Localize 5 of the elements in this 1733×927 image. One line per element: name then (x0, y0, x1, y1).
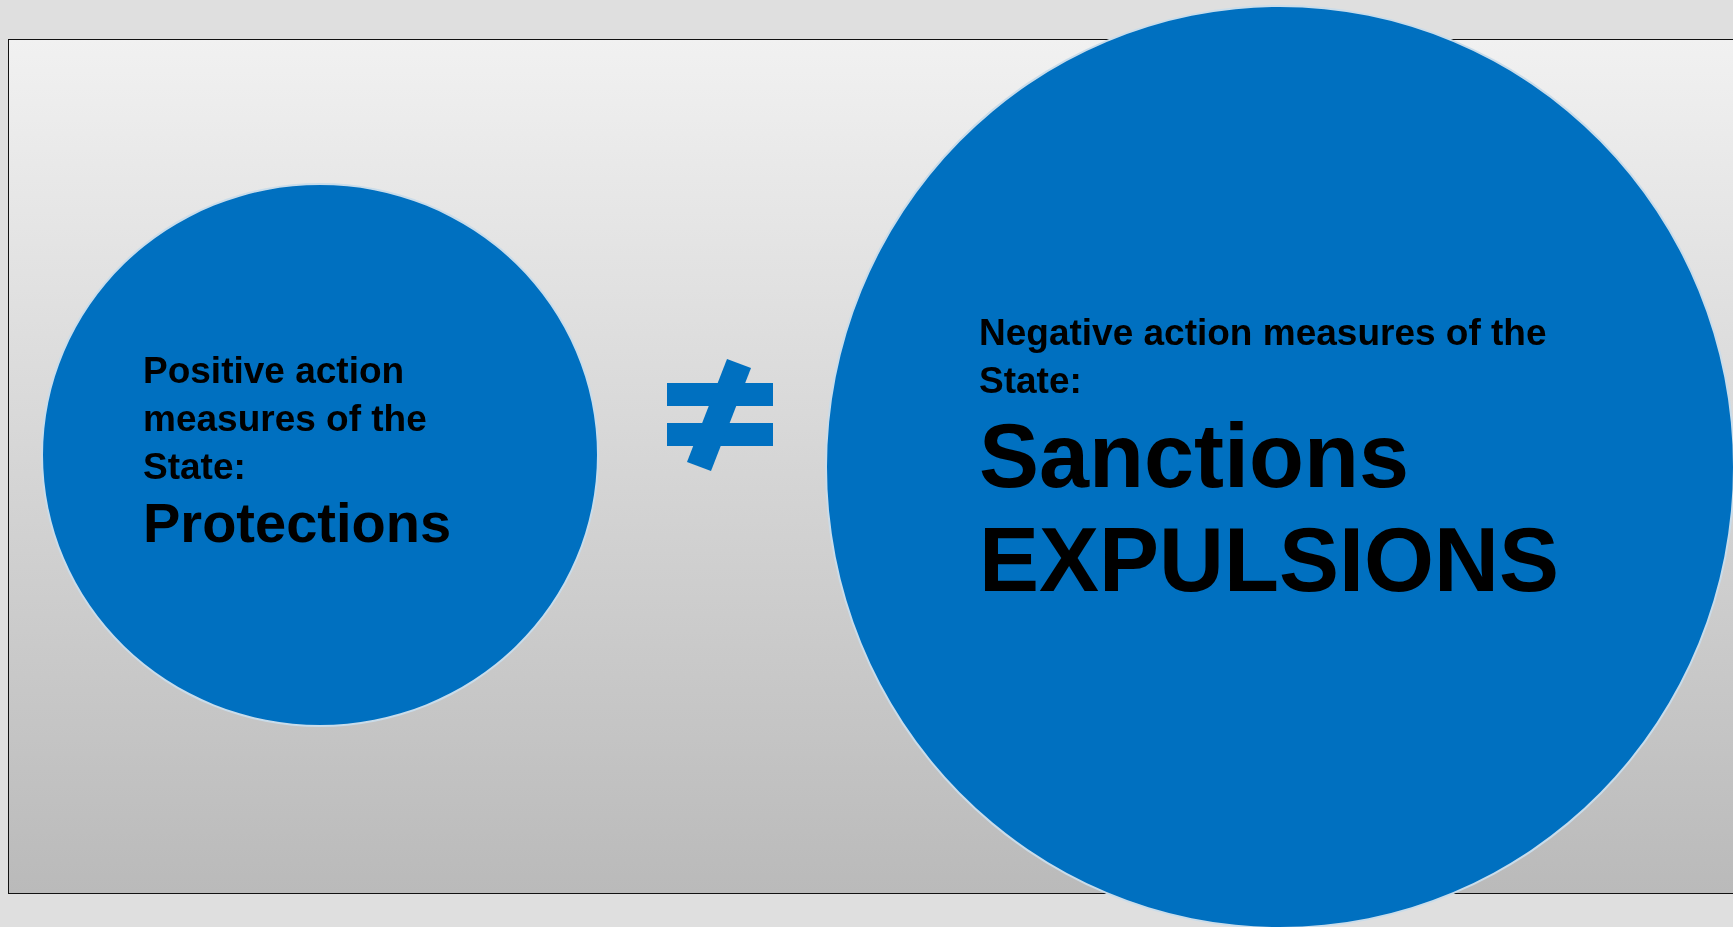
circle-title: Sanctions (979, 405, 1411, 509)
circle-heading: Positive action measures of the State: (143, 349, 428, 490)
circle-title: EXPULSIONS (979, 508, 1561, 612)
circle-heading: Negative action measures of the State: (979, 311, 1548, 404)
circle-title: Protections (143, 491, 453, 556)
